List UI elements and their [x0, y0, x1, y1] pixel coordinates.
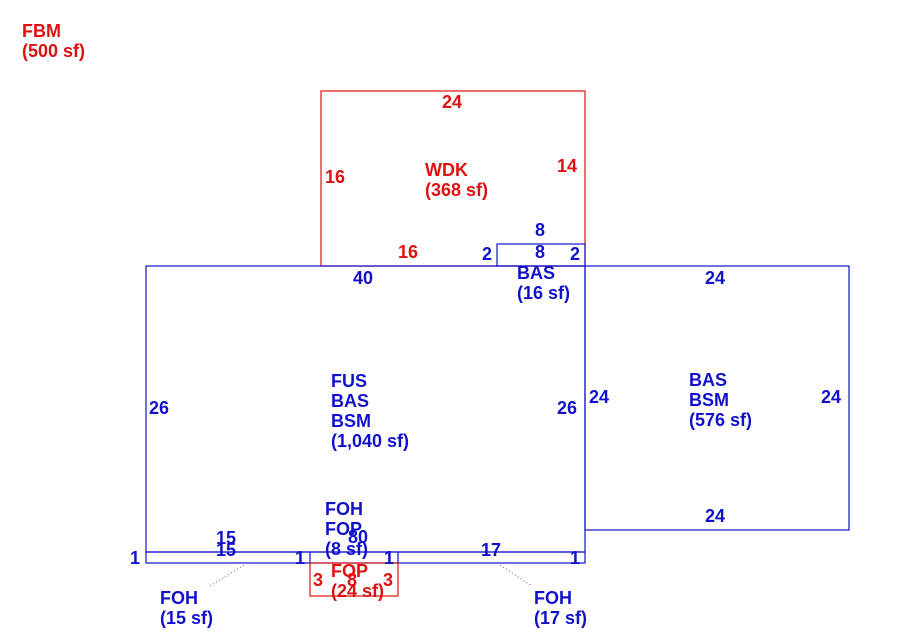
bas-small-label: BAS (16 sf) [517, 263, 570, 303]
main-line1: FUS [331, 371, 367, 391]
bas-small-area: (16 sf) [517, 283, 571, 303]
foh-left-area: (15 sf) [160, 608, 214, 628]
right-line2: BSM [689, 390, 729, 410]
dim-fop-bottom: 8 [347, 570, 358, 590]
dim-main-top: 40 [353, 268, 374, 288]
right-label: BAS BSM (576 sf) [689, 370, 752, 430]
dim-strip-right-end: 1 [570, 548, 581, 568]
right-outline [584, 265, 850, 531]
foh-center-label: FOH FOP (8 sf) [325, 499, 368, 559]
foh-center-line2: FOP [325, 519, 363, 539]
foh-center-line1: FOH [325, 499, 363, 519]
dim-strip-left-end: 1 [130, 548, 141, 568]
dim-wdk-top: 24 [442, 92, 463, 112]
foh-right-label: FOH (17 sf) [534, 588, 587, 628]
fbm-label: FBM (500 sf) [22, 21, 85, 61]
main-line3: BSM [331, 411, 371, 431]
main-area: (1,040 sf) [331, 431, 410, 451]
dim-bas-mid: 8 [535, 242, 546, 262]
dim-bas-left: 2 [482, 244, 493, 264]
fbm-code: FBM [22, 21, 61, 41]
bas-small-code: BAS [517, 263, 556, 283]
dim-strip-center-end: 1 [384, 548, 395, 568]
right-line1: BAS [689, 370, 728, 390]
dim-strip-left-bottom: 15 [216, 540, 237, 560]
wdk-code: WDK [425, 160, 468, 180]
dim-right-right: 24 [821, 387, 842, 407]
fbm-area: (500 sf) [22, 41, 86, 61]
dim-wdk-right: 14 [557, 156, 578, 176]
right-area: (576 sf) [689, 410, 753, 430]
dim-strip-left-inner: 1 [295, 548, 306, 568]
dim-strip-right-top: 17 [481, 540, 502, 560]
dim-right-left: 24 [589, 387, 610, 407]
bas-small-outline [496, 243, 586, 267]
foh-right-code: FOH [534, 588, 572, 608]
fop-center-area: (24 sf) [331, 581, 385, 601]
fop-outline [309, 562, 399, 597]
main-label: FUS BAS BSM (1,040 sf) [331, 371, 409, 451]
dim-bas-right: 2 [570, 244, 581, 264]
wdk-label: WDK (368 sf) [425, 160, 488, 200]
main-line2: BAS [331, 391, 370, 411]
dim-wdk-bottom: 16 [398, 242, 419, 262]
dim-fop-right: 3 [383, 570, 394, 590]
fop-center-code: FOP [331, 561, 369, 581]
foh-right-area: (17 sf) [534, 608, 588, 628]
leader-foh-left [209, 564, 245, 587]
dim-main-left: 26 [149, 398, 170, 418]
dim-strip-center-top2: 0 [358, 527, 369, 547]
dim-strip-left-top: 15 [216, 528, 237, 548]
dim-strip-center-top: 8 [348, 527, 359, 547]
fop-center-label: FOP (24 sf) [331, 561, 384, 601]
dim-fop-left: 3 [313, 570, 324, 590]
dim-right-top: 24 [705, 268, 726, 288]
foh-center-area: (8 sf) [325, 539, 369, 559]
dim-right-bottom: 24 [705, 506, 726, 526]
foh-left-code: FOH [160, 588, 198, 608]
dim-main-right: 26 [557, 398, 578, 418]
dim-bas-top: 8 [535, 220, 546, 240]
foh-left-label: FOH (15 sf) [160, 588, 213, 628]
leader-foh-right [499, 564, 533, 587]
wdk-area: (368 sf) [425, 180, 489, 200]
dim-wdk-left: 16 [325, 167, 346, 187]
